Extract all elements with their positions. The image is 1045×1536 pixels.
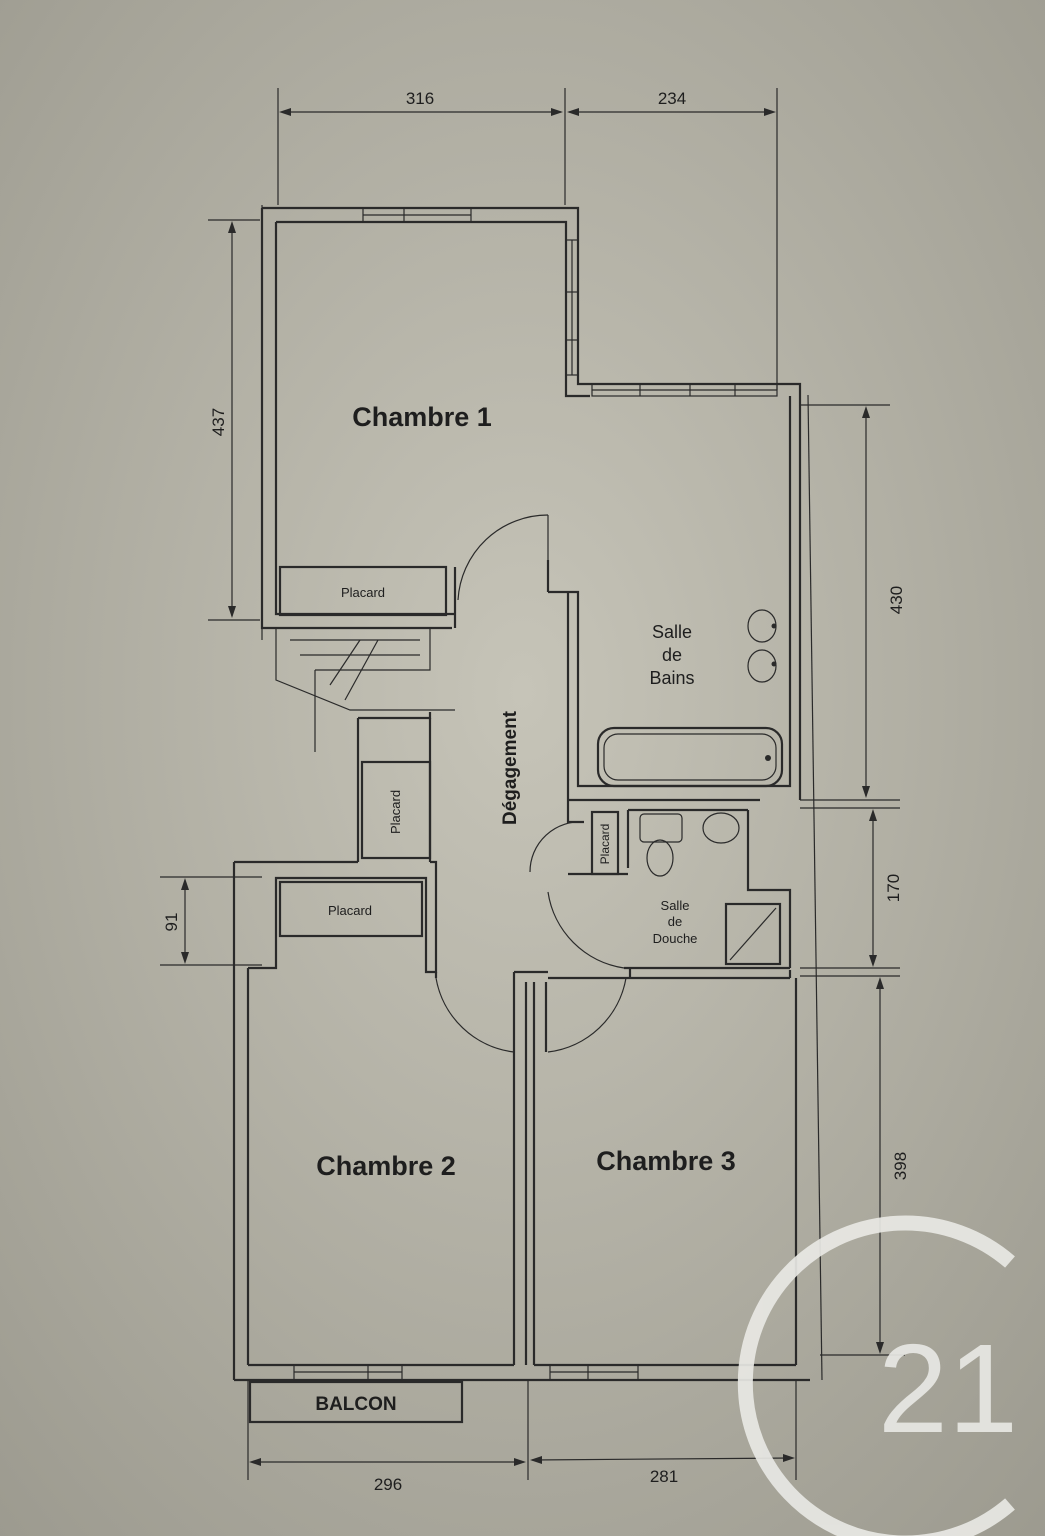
dim-right-bains: 430 <box>887 586 906 614</box>
room-salle-bains-line1: Salle <box>652 622 692 642</box>
room-chambre-3: Chambre 3 <box>596 1146 736 1176</box>
dim-top-left: 316 <box>406 89 434 108</box>
dim-bottom-right: 281 <box>650 1467 678 1486</box>
room-salle-bains-line3: Bains <box>649 668 694 688</box>
walls <box>232 206 810 1424</box>
room-chambre-2: Chambre 2 <box>316 1151 456 1181</box>
room-salle-douche-line1: Salle <box>661 898 690 913</box>
room-salle-bains-line2: de <box>662 645 682 665</box>
room-salle-douche-line2: de <box>668 914 682 929</box>
dim-right-douche: 170 <box>884 874 903 902</box>
dim-left-ch1: 437 <box>209 408 228 436</box>
closet-placard-ch1: Placard <box>341 585 385 600</box>
dim-left-placard: 91 <box>162 913 181 932</box>
dim-bottom-left: 296 <box>374 1475 402 1494</box>
closet-placard-ch2: Placard <box>328 903 372 918</box>
logo-text: 21 <box>878 1318 1018 1459</box>
closet-placard-stair: Placard <box>388 790 403 834</box>
room-balcon: BALCON <box>315 1394 396 1415</box>
dimension-labels: 316 234 437 91 430 170 398 296 281 <box>162 89 910 1494</box>
room-salle-douche-line3: Douche <box>653 931 698 946</box>
century21-logo: 21 <box>737 1215 1018 1536</box>
dim-top-right: 234 <box>658 89 686 108</box>
room-labels: Chambre 1 Chambre 2 Chambre 3 Dégagement… <box>315 402 735 1415</box>
room-degagement: Dégagement <box>500 710 521 825</box>
room-chambre-1: Chambre 1 <box>352 402 492 432</box>
closet-placard-wc: Placard <box>598 824 612 865</box>
dim-right-ch3: 398 <box>891 1152 910 1180</box>
